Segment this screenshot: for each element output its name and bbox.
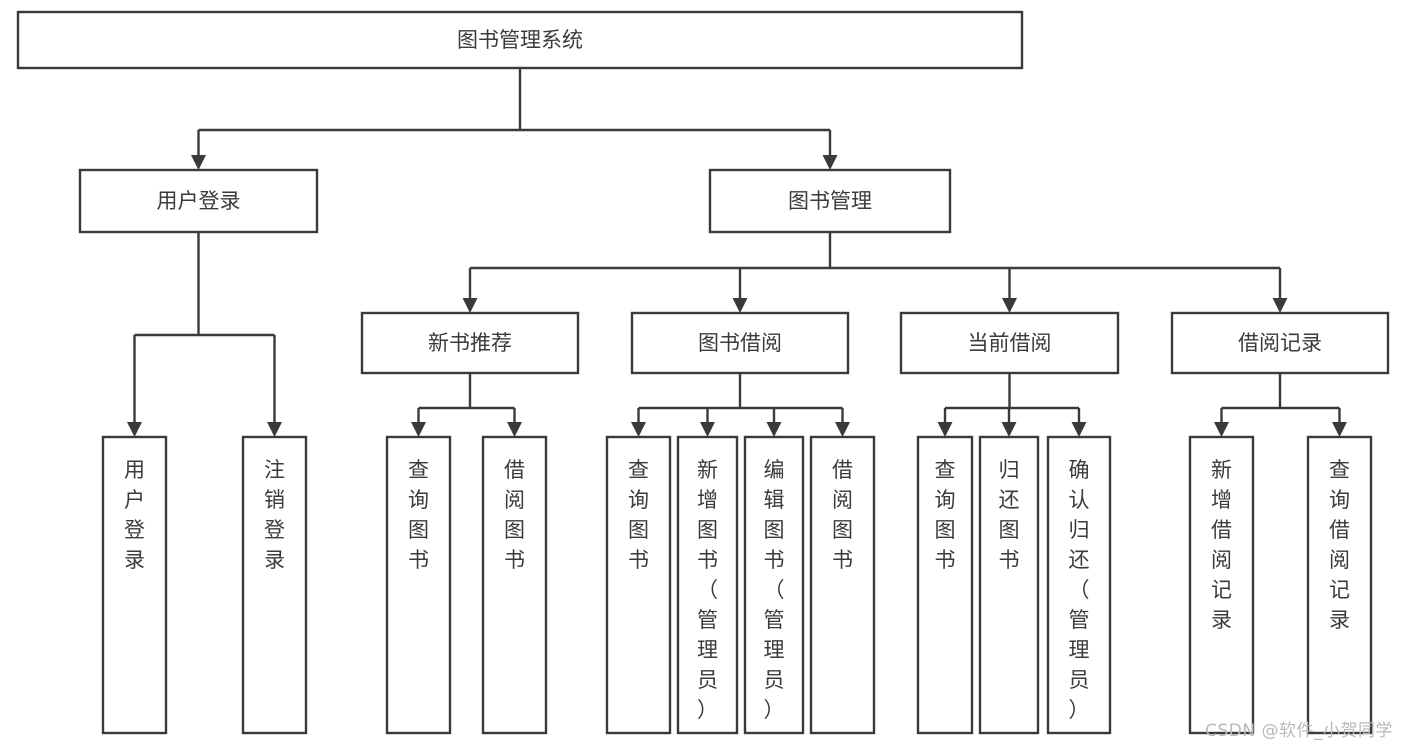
node-label: 新书推荐	[428, 331, 512, 355]
connector-layer	[127, 68, 1347, 437]
node-label: 用户登录	[124, 458, 145, 572]
node-box[interactable]	[743, 435, 805, 735]
node-borrow-record[interactable]: 借阅记录	[1170, 311, 1390, 375]
node-leaf-add-record[interactable]: 新增借阅记录	[1188, 435, 1255, 735]
node-leaf-query-book-2[interactable]: 查询图书	[605, 435, 672, 735]
connector-group-root	[191, 68, 838, 170]
node-box[interactable]	[676, 435, 739, 735]
node-box[interactable]	[16, 10, 1024, 70]
node-label: 查询图书	[935, 458, 956, 572]
node-box[interactable]	[385, 435, 452, 735]
node-label: 图书借阅	[698, 331, 782, 355]
node-box[interactable]	[78, 168, 319, 234]
node-label: 图书管理系统	[457, 28, 583, 52]
node-root[interactable]: 图书管理系统	[16, 10, 1024, 70]
node-box[interactable]	[630, 311, 850, 375]
node-new-book-recommend[interactable]: 新书推荐	[360, 311, 580, 375]
node-label: 借阅记录	[1238, 331, 1322, 355]
node-box[interactable]	[360, 311, 580, 375]
connector-group-new-book-recommend	[411, 373, 522, 437]
node-box[interactable]	[978, 435, 1040, 735]
node-box[interactable]	[605, 435, 672, 735]
node-leaf-query-book-3[interactable]: 查询图书	[916, 435, 974, 735]
node-label: 当前借阅	[968, 331, 1052, 355]
node-label: 查询图书	[408, 458, 429, 572]
node-leaf-return-book[interactable]: 归还图书	[978, 435, 1040, 735]
node-label: 注销登录	[264, 458, 285, 572]
node-box[interactable]	[899, 311, 1120, 375]
node-label: 借阅图书	[832, 458, 853, 572]
node-box[interactable]	[101, 435, 168, 735]
node-book-borrow[interactable]: 图书借阅	[630, 311, 850, 375]
node-box[interactable]	[241, 435, 308, 735]
node-box[interactable]	[916, 435, 974, 735]
connector-group-book-borrow	[631, 373, 850, 437]
node-leaf-borrow-book-2[interactable]: 借阅图书	[809, 435, 876, 735]
connector-group-user-login	[127, 232, 282, 437]
node-label: 查询图书	[628, 458, 649, 572]
node-box[interactable]	[1188, 435, 1255, 735]
node-leaf-edit-book[interactable]: 编辑图书（管理员）	[743, 435, 805, 735]
node-label: 归还图书	[999, 458, 1020, 572]
node-label: 图书管理	[788, 189, 872, 213]
node-label: 用户登录	[157, 189, 241, 213]
connector-group-current-borrow	[937, 373, 1087, 437]
node-leaf-query-book-1[interactable]: 查询图书	[385, 435, 452, 735]
node-layer: 图书管理系统用户登录图书管理新书推荐图书借阅当前借阅借阅记录用户登录注销登录查询…	[16, 10, 1390, 735]
connector-group-borrow-record	[1214, 373, 1347, 437]
node-leaf-add-book[interactable]: 新增图书（管理员）	[676, 435, 739, 735]
node-label: 确认归还（管理员）	[1069, 458, 1090, 722]
node-box[interactable]	[809, 435, 876, 735]
node-label: 查询借阅记录	[1329, 458, 1350, 632]
node-book-manage[interactable]: 图书管理	[708, 168, 952, 234]
node-box[interactable]	[481, 435, 548, 735]
node-leaf-borrow-book-1[interactable]: 借阅图书	[481, 435, 548, 735]
node-leaf-user-logout[interactable]: 注销登录	[241, 435, 308, 735]
node-label: 新增图书（管理员）	[697, 458, 718, 722]
node-leaf-user-login[interactable]: 用户登录	[101, 435, 168, 735]
node-user-login[interactable]: 用户登录	[78, 168, 319, 234]
connector-group-book-manage	[462, 232, 1288, 313]
node-label: 借阅图书	[504, 458, 525, 572]
node-leaf-query-record[interactable]: 查询借阅记录	[1306, 435, 1373, 735]
node-leaf-confirm-return[interactable]: 确认归还（管理员）	[1046, 435, 1112, 735]
node-label: 新增借阅记录	[1211, 458, 1232, 632]
node-box[interactable]	[1170, 311, 1390, 375]
node-current-borrow[interactable]: 当前借阅	[899, 311, 1120, 375]
node-label: 编辑图书（管理员）	[764, 458, 785, 722]
node-box[interactable]	[1046, 435, 1112, 735]
node-box[interactable]	[708, 168, 952, 234]
node-box[interactable]	[1306, 435, 1373, 735]
